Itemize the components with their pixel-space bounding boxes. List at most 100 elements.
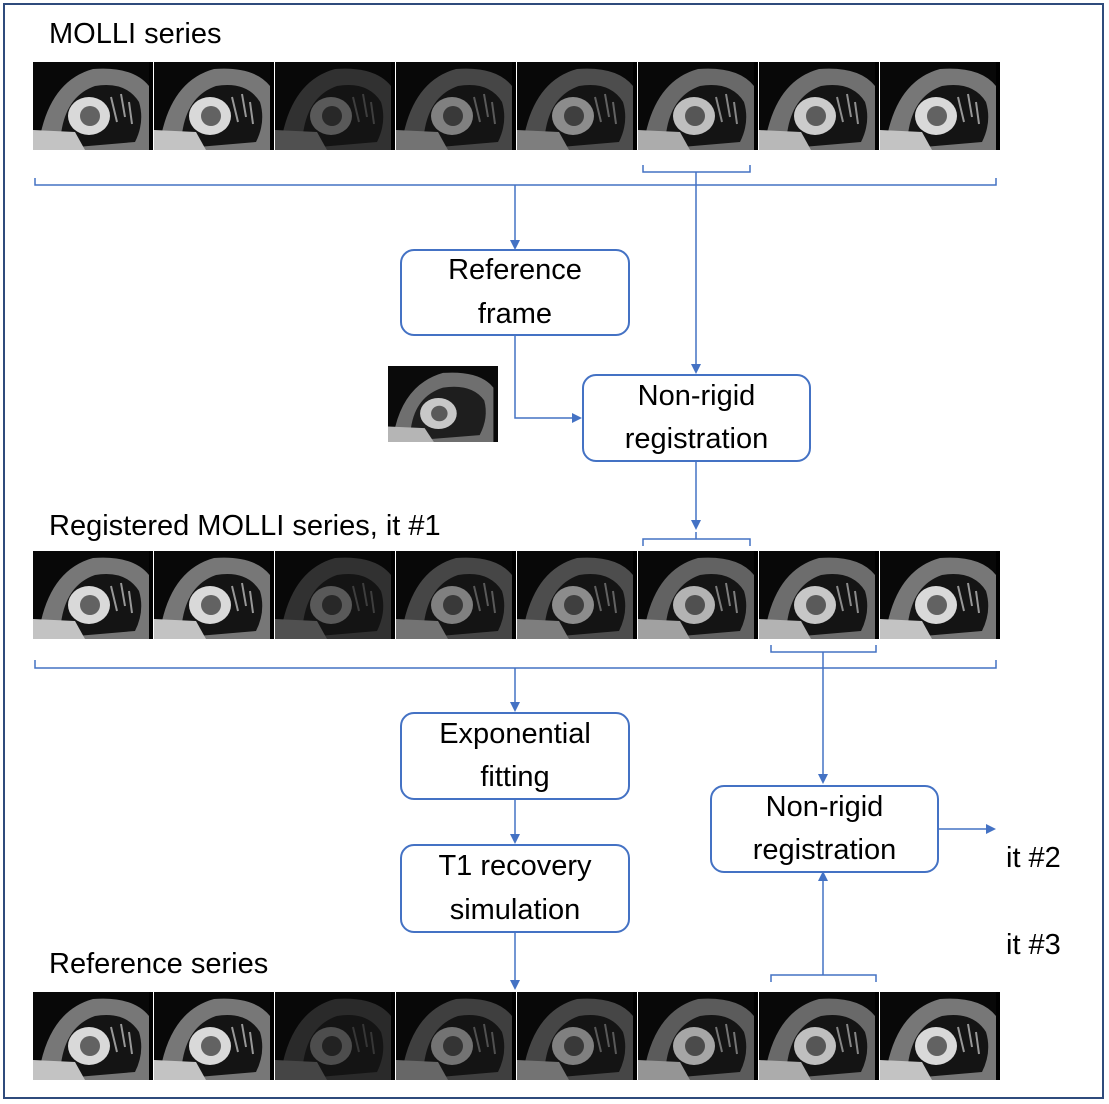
mri-shape bbox=[957, 582, 980, 614]
mri-shape bbox=[322, 595, 342, 615]
mri-frame-image bbox=[759, 992, 879, 1080]
mri-shape bbox=[352, 1023, 375, 1055]
mri-shape bbox=[473, 93, 496, 125]
mri-frame-image bbox=[154, 551, 274, 639]
nonrigid-registration-box-1: Non-rigid registration bbox=[582, 374, 811, 462]
mri-shape bbox=[685, 595, 705, 615]
mri-shape bbox=[836, 1023, 859, 1055]
mri-shape bbox=[201, 106, 221, 126]
mri-frame-image bbox=[759, 62, 879, 150]
mri-shape bbox=[275, 130, 327, 150]
mri-shape bbox=[391, 551, 395, 639]
mri-frame bbox=[275, 992, 395, 1080]
mri-frame-image bbox=[396, 62, 516, 150]
mri-frame-image bbox=[33, 62, 153, 150]
mri-shape bbox=[275, 1060, 327, 1080]
mri-shape bbox=[996, 992, 1000, 1080]
reference-frame-thumbnail bbox=[388, 366, 498, 442]
mri-shape bbox=[759, 1060, 811, 1080]
mri-shape bbox=[201, 1036, 221, 1056]
exponential-fitting-text: Exponential fitting bbox=[439, 717, 591, 794]
mri-shape bbox=[33, 130, 85, 150]
mri-shape bbox=[715, 582, 738, 614]
reference-series-label: Reference series bbox=[49, 948, 269, 980]
mri-shape bbox=[443, 595, 463, 615]
mri-frame bbox=[880, 62, 1000, 150]
mri-shape bbox=[154, 130, 206, 150]
mri-shape bbox=[396, 1060, 448, 1080]
mri-shape bbox=[685, 106, 705, 126]
mri-shape bbox=[231, 1023, 254, 1055]
mri-shape bbox=[996, 62, 1000, 150]
mri-shape bbox=[270, 62, 274, 150]
mri-shape bbox=[754, 551, 758, 639]
mri-shape bbox=[806, 595, 826, 615]
mri-shape bbox=[322, 106, 342, 126]
brace-registered-frame6 bbox=[642, 532, 751, 546]
mri-shape bbox=[231, 582, 254, 614]
mri-shape bbox=[473, 1023, 496, 1055]
iteration-3-label: it #3 bbox=[1006, 928, 1061, 961]
brace-registered-frame7 bbox=[770, 645, 877, 659]
mri-shape bbox=[154, 619, 206, 639]
mri-shape bbox=[517, 1060, 569, 1080]
mri-shape bbox=[957, 93, 980, 125]
mri-shape bbox=[759, 619, 811, 639]
mri-frame bbox=[154, 551, 274, 639]
mri-shape bbox=[633, 62, 637, 150]
mri-frame bbox=[275, 551, 395, 639]
mri-shape bbox=[517, 130, 569, 150]
mri-shape bbox=[396, 130, 448, 150]
mri-shape bbox=[754, 992, 758, 1080]
mri-thumbnail bbox=[388, 366, 498, 442]
mri-shape bbox=[594, 1023, 617, 1055]
mri-frame-image bbox=[517, 551, 637, 639]
exponential-fitting-box: Exponential fitting bbox=[400, 712, 630, 800]
mri-shape bbox=[927, 106, 947, 126]
mri-shape bbox=[512, 992, 516, 1080]
mri-frame bbox=[33, 992, 153, 1080]
mri-frame bbox=[517, 992, 637, 1080]
mri-shape bbox=[391, 992, 395, 1080]
molli-series-strip bbox=[33, 62, 1001, 150]
mri-frame bbox=[33, 62, 153, 150]
mri-shape bbox=[836, 582, 859, 614]
mri-shape bbox=[880, 619, 932, 639]
t1-recovery-simulation-text: T1 recovery simulation bbox=[438, 850, 592, 926]
mri-shape bbox=[352, 582, 375, 614]
mri-frame-image bbox=[880, 992, 1000, 1080]
mri-shape bbox=[517, 619, 569, 639]
mri-shape bbox=[875, 62, 879, 150]
mri-shape bbox=[957, 1023, 980, 1055]
mri-frame-image bbox=[396, 551, 516, 639]
mri-shape bbox=[685, 1036, 705, 1056]
mri-shape bbox=[443, 106, 463, 126]
mri-frame bbox=[759, 62, 879, 150]
brace-reference-frame7 bbox=[770, 968, 877, 982]
mri-frame bbox=[638, 551, 758, 639]
mri-shape bbox=[270, 551, 274, 639]
reference-frame-box: Reference frame bbox=[400, 249, 630, 336]
mri-shape bbox=[512, 551, 516, 639]
mri-shape bbox=[149, 62, 153, 150]
mri-shape bbox=[638, 1060, 690, 1080]
mri-shape bbox=[715, 1023, 738, 1055]
iteration-2-label: it #2 bbox=[1006, 841, 1061, 874]
mri-shape bbox=[754, 62, 758, 150]
mri-shape bbox=[564, 106, 584, 126]
mri-frame bbox=[396, 992, 516, 1080]
mri-shape bbox=[110, 1023, 133, 1055]
mri-shape bbox=[759, 130, 811, 150]
brace-molli-all bbox=[34, 178, 997, 192]
mri-shape bbox=[391, 62, 395, 150]
mri-frame bbox=[275, 62, 395, 150]
mri-shape bbox=[633, 551, 637, 639]
mri-shape bbox=[806, 1036, 826, 1056]
mri-frame-image bbox=[517, 992, 637, 1080]
mri-frame-image bbox=[759, 551, 879, 639]
mri-shape bbox=[836, 93, 859, 125]
brace-registered-all bbox=[34, 660, 997, 675]
reference-frame-text: Reference frame bbox=[448, 254, 582, 330]
mri-shape bbox=[443, 1036, 463, 1056]
reference-series-strip bbox=[33, 992, 1001, 1080]
